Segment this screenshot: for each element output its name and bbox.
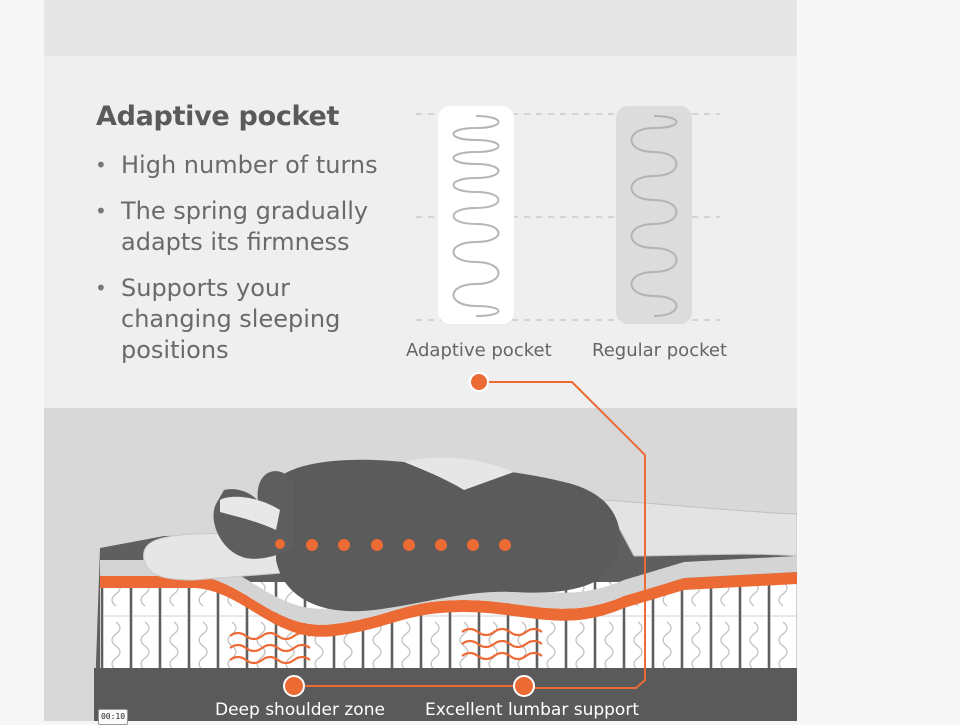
feature-text: changing sleeping bbox=[121, 305, 341, 333]
feature-text: The spring gradually bbox=[121, 197, 369, 225]
shoulder-zone-label: Deep shoulder zone bbox=[215, 700, 385, 720]
feature-text: Supports your bbox=[121, 274, 290, 302]
feature-item: • Supports your changing sleeping positi… bbox=[94, 273, 401, 366]
zone-marks bbox=[229, 627, 543, 665]
feature-text: positions bbox=[121, 336, 229, 364]
infographic-canvas: Adaptive pocket • High number of turns •… bbox=[44, 0, 797, 721]
spine-points bbox=[275, 539, 511, 551]
bullet-icon: • bbox=[95, 153, 107, 177]
right-gutter bbox=[797, 0, 960, 721]
connector-lines bbox=[294, 381, 646, 689]
infographic-artwork bbox=[44, 106, 797, 721]
connector-dots bbox=[283, 372, 535, 697]
feature-list: • High number of turns • The spring grad… bbox=[94, 150, 401, 381]
section-heading: Adaptive pocket bbox=[96, 101, 340, 132]
feature-text: adapts its firmness bbox=[121, 228, 350, 256]
regular-spring-icon bbox=[616, 106, 692, 324]
bullet-icon: • bbox=[95, 276, 107, 300]
video-timestamp: 00:10 bbox=[98, 709, 128, 725]
bullet-icon: • bbox=[95, 199, 107, 223]
feature-item: • High number of turns bbox=[94, 150, 401, 181]
adaptive-pocket-caption: Adaptive pocket bbox=[406, 340, 552, 361]
top-band bbox=[44, 0, 797, 56]
feature-item: • The spring gradually adapts its firmne… bbox=[94, 196, 401, 258]
sleeping-person bbox=[213, 457, 797, 612]
feature-text: High number of turns bbox=[121, 151, 378, 179]
adaptive-spring-icon bbox=[438, 106, 514, 324]
comfort-layer bbox=[100, 572, 797, 637]
regular-pocket-caption: Regular pocket bbox=[592, 340, 728, 361]
lumbar-support-label: Excellent lumbar support bbox=[425, 700, 639, 720]
